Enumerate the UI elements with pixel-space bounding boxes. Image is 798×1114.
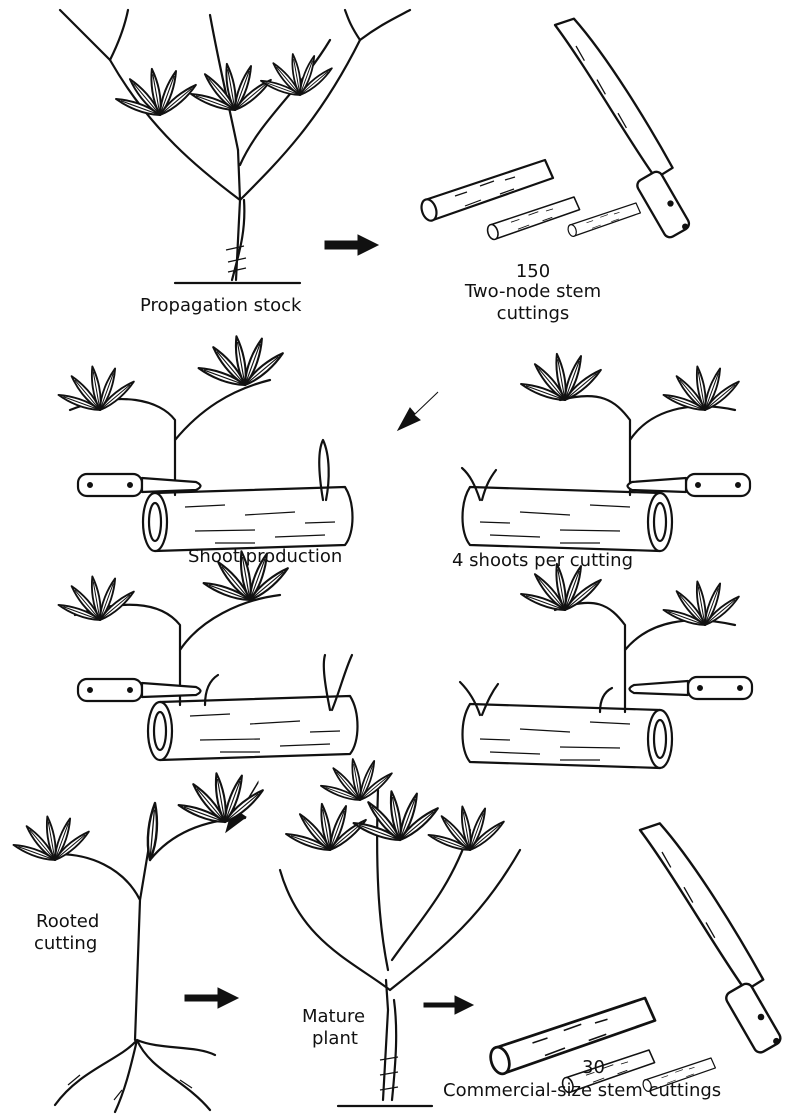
arrow-icon	[185, 988, 238, 1008]
arrow-icon	[424, 996, 473, 1014]
machete-icon	[640, 823, 783, 1054]
shoot-production-label: Shoot production	[188, 547, 342, 568]
shoot-on-cutting-icon	[57, 336, 352, 551]
stem-cutting-icon	[419, 160, 640, 241]
rooted-cutting-label-line2: cutting	[34, 934, 97, 955]
mature-plant-label: Mature	[302, 1007, 365, 1028]
propagation-stock-label: Propagation stock	[140, 296, 301, 317]
arrow-icon	[325, 235, 378, 255]
count-150-label: 150	[468, 262, 598, 283]
shoot-on-cutting-icon	[460, 563, 741, 768]
knife-icon	[78, 679, 201, 701]
arrow-icon	[398, 392, 438, 430]
two-node-label: Two-node stem	[453, 282, 613, 303]
mature-plant-label-line2: plant	[312, 1029, 358, 1050]
shoot-on-cutting-icon	[462, 353, 741, 551]
two-node-label-line2: cuttings	[453, 304, 613, 325]
rooted-cutting-label: Rooted	[36, 912, 99, 933]
shoots-per-cutting-label: 4 shoots per cutting	[452, 551, 633, 572]
shoot-on-cutting-icon	[57, 551, 357, 760]
knife-icon	[630, 677, 753, 699]
count-30-label: 30	[582, 1058, 605, 1079]
commercial-cuttings-label: Commercial-size stem cuttings	[443, 1081, 721, 1102]
mature-plant-icon	[280, 759, 520, 1106]
